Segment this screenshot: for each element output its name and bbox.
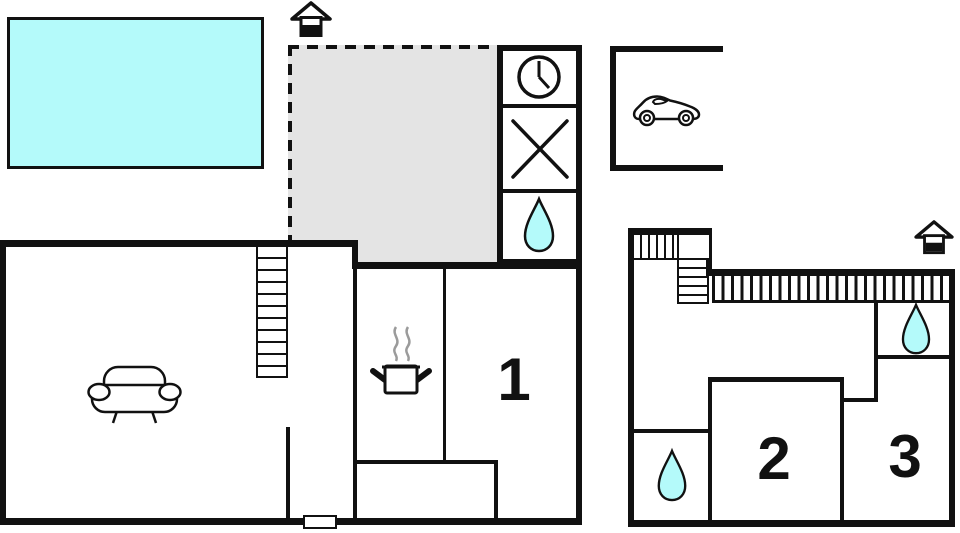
swimming-pool — [7, 17, 264, 169]
wall — [352, 262, 582, 269]
stairs-horizontal-run — [634, 235, 679, 260]
terrace-extension — [356, 240, 497, 265]
wall — [610, 46, 723, 52]
wall — [628, 520, 955, 527]
wall — [874, 355, 955, 359]
wall — [706, 269, 955, 276]
room-1-label: 1 — [497, 346, 531, 413]
water-drop-icon — [901, 302, 931, 355]
wall — [706, 228, 712, 276]
cooking-pot-icon — [370, 326, 432, 395]
wall — [874, 300, 878, 402]
wall — [0, 518, 582, 525]
wall — [634, 429, 710, 433]
wall — [355, 460, 498, 464]
wall — [503, 189, 576, 193]
wall — [610, 46, 616, 171]
wall — [949, 269, 955, 527]
wall — [443, 269, 446, 463]
entrance-icon-floor1 — [290, 1, 332, 37]
room-2-label: 2 — [757, 425, 791, 492]
wall — [628, 228, 712, 235]
cross-icon — [511, 119, 569, 179]
wall — [353, 269, 357, 518]
stairs-vertical-run — [677, 258, 709, 304]
wall — [0, 240, 6, 525]
wall — [494, 460, 498, 518]
terrace-dashed-border-left — [288, 45, 292, 243]
terrace — [288, 45, 497, 243]
clock-icon — [517, 55, 561, 99]
wall — [708, 377, 844, 382]
water-drop-icon — [657, 447, 687, 502]
sofa-icon — [87, 365, 182, 424]
wall — [841, 398, 878, 402]
corridor-hatching — [712, 276, 949, 303]
terrace-dashed-border-top — [288, 45, 497, 49]
wall — [576, 259, 582, 525]
stairs-landing — [677, 235, 709, 258]
room-3-label: 3 — [888, 423, 922, 490]
wall — [286, 427, 290, 518]
entrance-icon-floor2 — [914, 220, 954, 255]
wall — [610, 165, 723, 171]
staircase-floor1 — [256, 247, 288, 378]
water-drop-icon — [523, 196, 555, 253]
wall — [708, 377, 712, 527]
entrance-door-marker — [303, 515, 337, 529]
wall — [840, 377, 844, 527]
wall — [352, 240, 358, 269]
wall — [503, 104, 576, 108]
car-icon — [632, 95, 701, 127]
wall — [0, 240, 358, 247]
wall — [628, 228, 634, 527]
